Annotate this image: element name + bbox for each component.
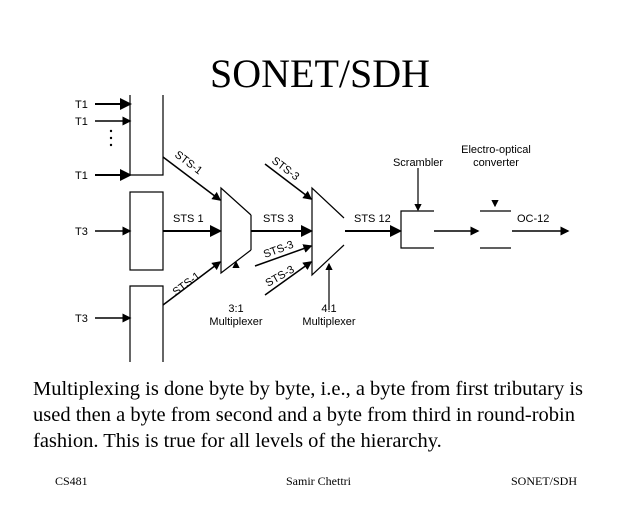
label-sts1-bot: STS-1	[171, 270, 203, 298]
t3-box-2	[129, 285, 164, 362]
scrambler-box	[400, 210, 434, 249]
t1-box	[129, 95, 164, 176]
input-t1-3: T1	[75, 170, 88, 182]
mux1-label: Multiplexer	[209, 316, 263, 328]
mux2-label: Multiplexer	[302, 316, 356, 328]
t3-box-1	[129, 191, 164, 271]
label-sts3-mid: STS 3	[263, 213, 294, 225]
footer-topic: SONET/SDH	[511, 474, 578, 488]
label-oc12: OC-12	[517, 213, 549, 225]
label-sts12: STS 12	[354, 213, 391, 225]
label-sts1-top: STS-1	[172, 149, 204, 177]
slide-body: Multiplexing is done byte by byte, i.e.,…	[33, 378, 583, 452]
footer-author: Samir Chettri	[286, 474, 351, 488]
footer-course: CS481	[55, 474, 88, 488]
label-sts3-b: STS-3	[264, 264, 297, 290]
scrambler-label: Scrambler	[393, 157, 443, 169]
input-t3-1: T3	[75, 226, 88, 238]
converter-label-2: converter	[473, 157, 519, 169]
label-sts1-mid: STS 1	[173, 213, 204, 225]
slide-title: SONET/SDH	[209, 51, 431, 96]
converter-label-1: Electro-optical	[461, 144, 531, 156]
t1-dots	[109, 129, 113, 147]
input-t1-2: T1	[75, 116, 88, 128]
mux2-ratio: 4:1	[321, 303, 336, 315]
input-t1-1: T1	[75, 99, 88, 111]
mux1-ratio: 3:1	[228, 303, 243, 315]
input-t3-2: T3	[75, 313, 88, 325]
